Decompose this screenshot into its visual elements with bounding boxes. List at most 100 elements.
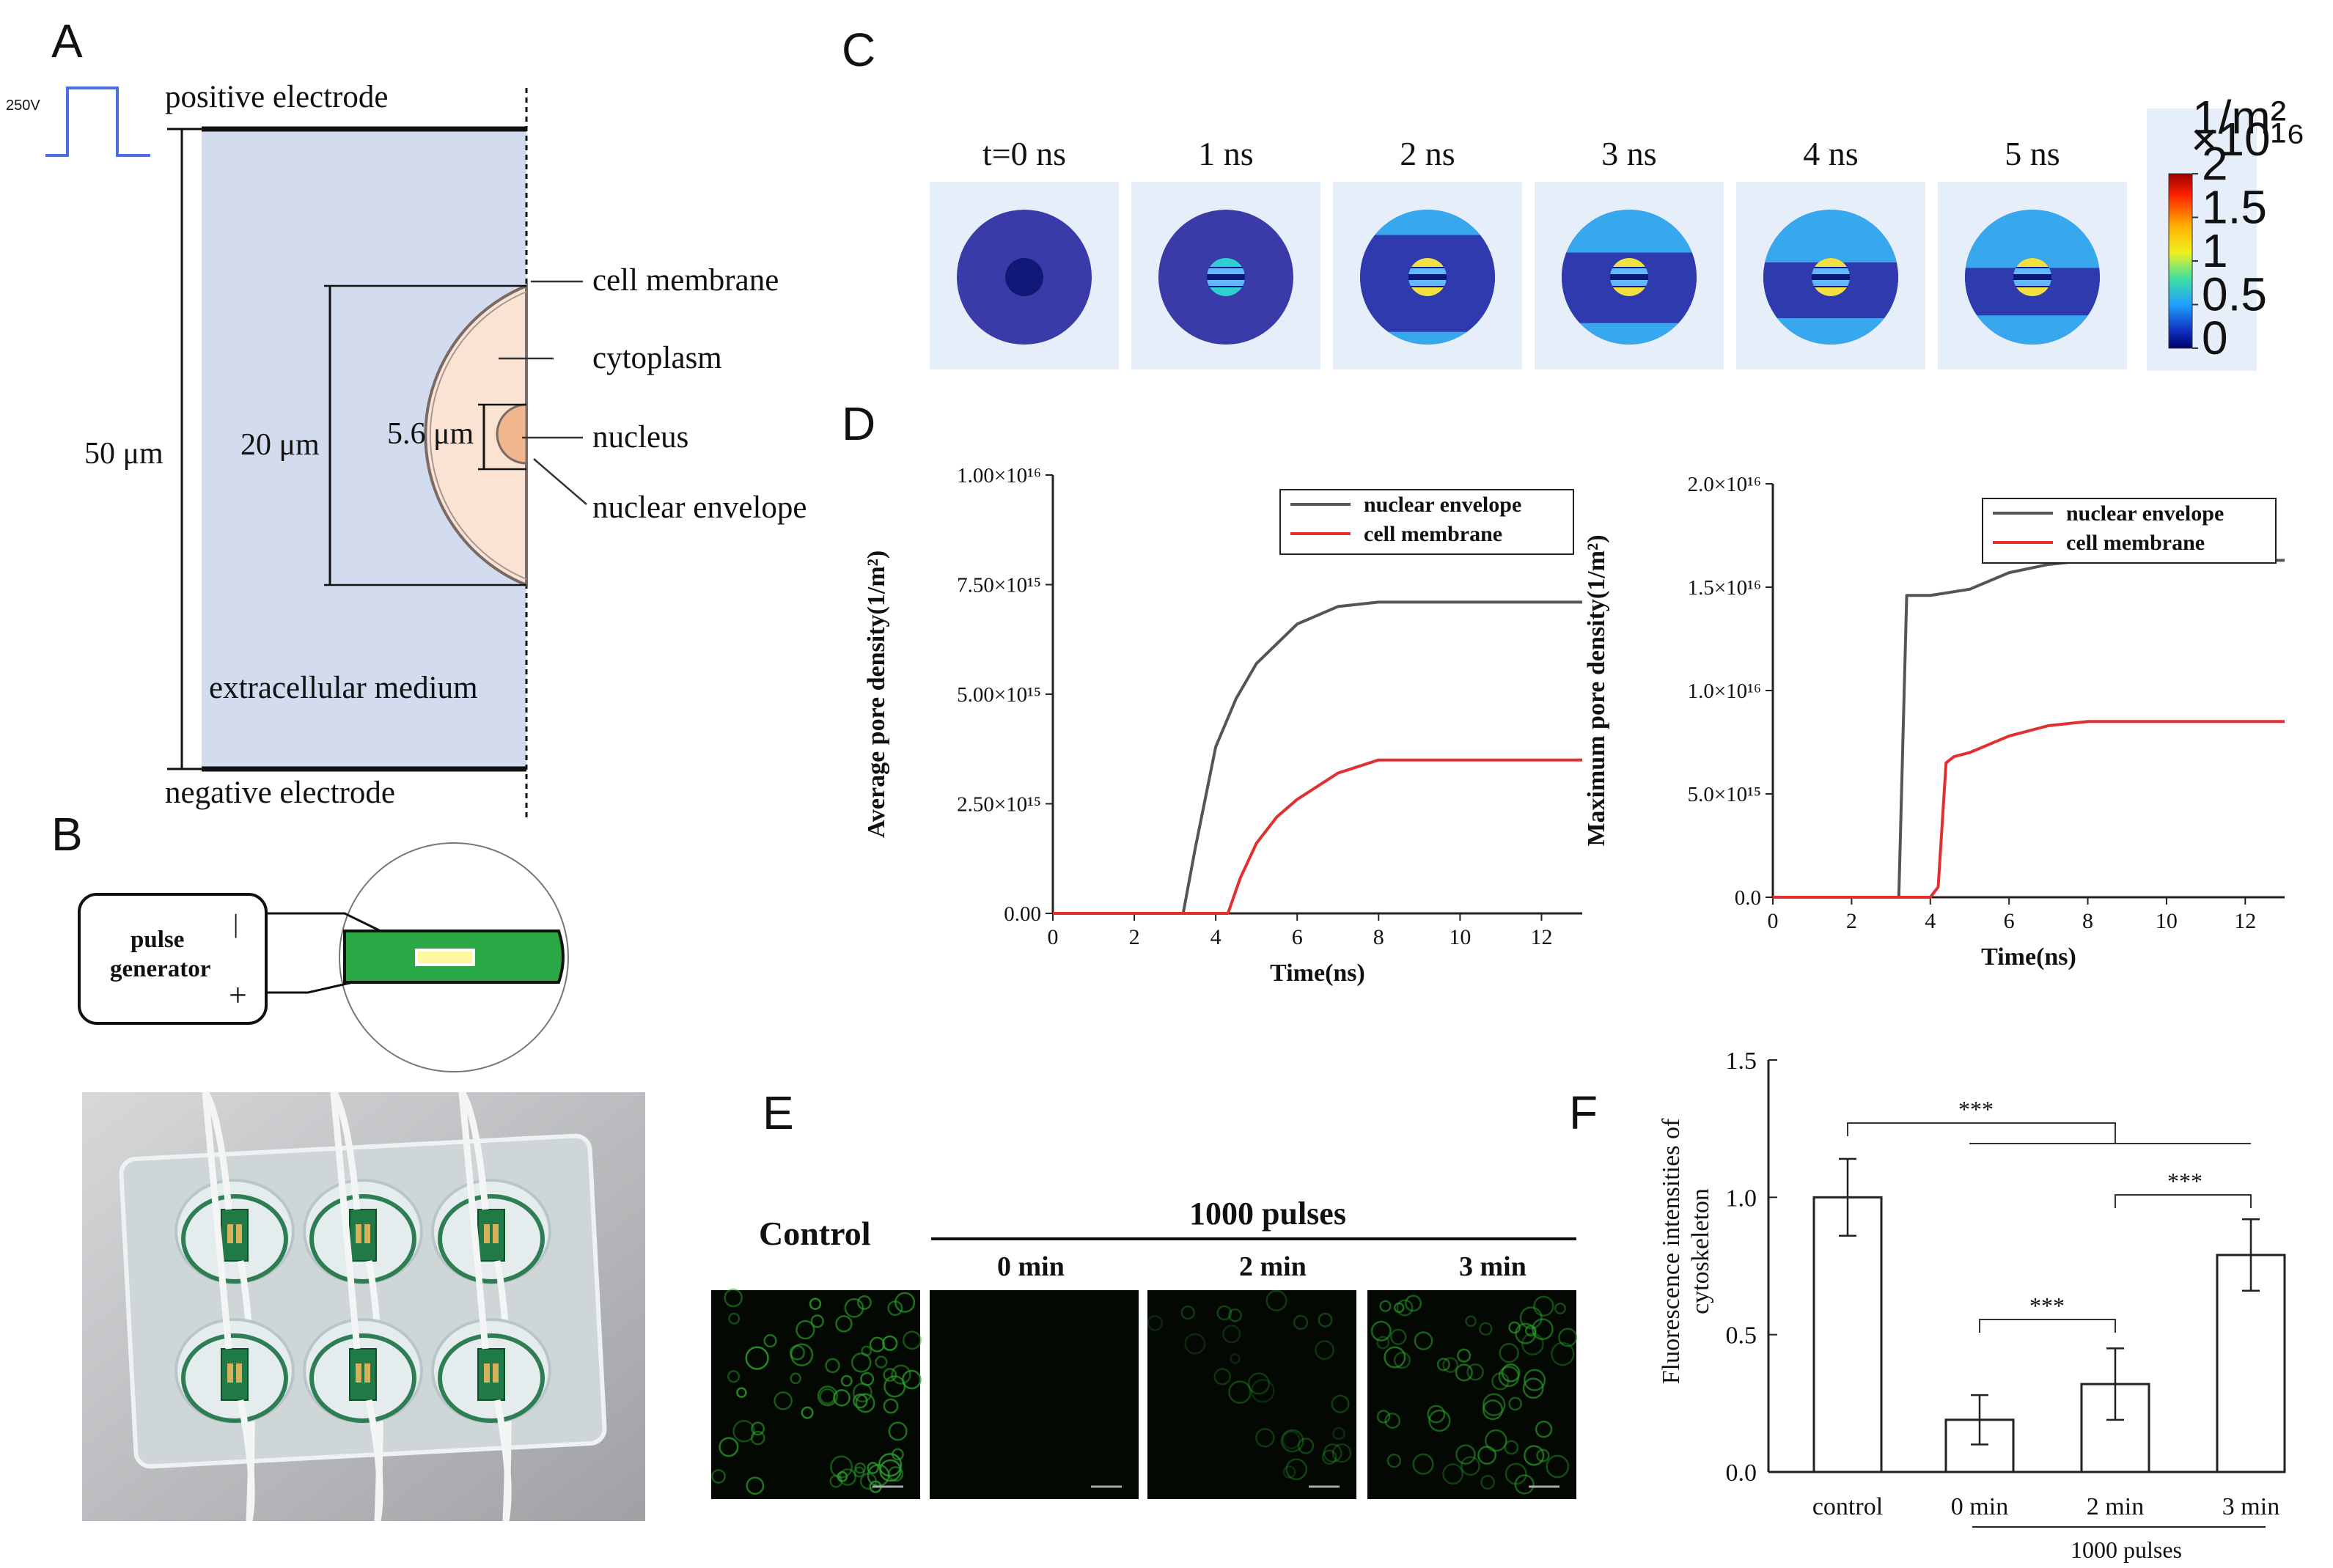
- e-cell-3-52: [1508, 1396, 1523, 1411]
- f-sig-2-label: ***: [2167, 1168, 2202, 1194]
- e-cell-3-46: [1390, 1328, 1407, 1345]
- e-cell-3-38: [1483, 1393, 1506, 1416]
- e-cell-0-28: [882, 1335, 898, 1351]
- e-cell-3-7: [1508, 1321, 1521, 1334]
- d1-legend-label-0: nuclear envelope: [2066, 501, 2224, 526]
- c-time-label-0: t=0 ns: [982, 135, 1066, 172]
- d0-series-1: [1053, 758, 1582, 915]
- d1-xtick-2: 4: [1925, 909, 1936, 933]
- panel-b-setup: pulse generator | +: [78, 842, 645, 1522]
- colorbar-scale: ×10¹⁶: [2191, 113, 2305, 166]
- dim-50um-label: 50 μm: [84, 437, 164, 471]
- generator-label-1: pulse: [131, 927, 184, 953]
- e-cell-3-32: [1376, 1336, 1390, 1350]
- e-cell-0-15: [774, 1391, 793, 1410]
- photo-electrode-1-1: [349, 1348, 377, 1401]
- callout-cytoplasm: cytoplasm: [592, 341, 722, 375]
- colorbar-tick-3: 0.5: [2202, 268, 2267, 321]
- e-cell-3-0: [1376, 1410, 1391, 1424]
- d1-series-1: [1773, 720, 2285, 899]
- colorbar-tick-1: 1.5: [2202, 181, 2267, 234]
- d0-legend: [1279, 489, 1574, 555]
- e-cell-3-22: [1442, 1463, 1464, 1485]
- d0-series-0: [1053, 600, 1582, 915]
- e-cell-0-0: [711, 1469, 726, 1484]
- f-sig-0-label: ***: [1958, 1096, 1994, 1122]
- e-cell-0-32: [763, 1333, 777, 1348]
- f-ytick-1: 0.5: [1726, 1322, 1757, 1350]
- e-cell-0-45: [796, 1319, 815, 1340]
- e-cell-3-1: [1414, 1331, 1433, 1350]
- f-ytick-0: 0.0: [1726, 1460, 1757, 1487]
- e-cell-3-21: [1533, 1295, 1554, 1317]
- electrode-gap: [415, 949, 475, 966]
- pulse-generator-box: [78, 893, 268, 1025]
- e-cell-3-54: [1480, 1475, 1496, 1490]
- d1-ytick-4: 2.0×10¹⁶: [1688, 473, 1761, 496]
- e-cell-3-34: [1536, 1449, 1550, 1462]
- panel-label-c: C: [842, 23, 875, 76]
- e-cell-2-5: [1331, 1443, 1352, 1463]
- e-cell-3-9: [1546, 1454, 1570, 1479]
- d0-ylabel: Average pore density(1/m²): [863, 551, 890, 838]
- e-group-label: 1000 pulses: [1189, 1196, 1346, 1232]
- e-cell-2-21: [1332, 1427, 1345, 1440]
- e-cell-3-20: [1393, 1302, 1405, 1314]
- d1-xtick-1: 2: [1846, 909, 1857, 933]
- e-cell-2-25: [1282, 1430, 1301, 1450]
- e-cell-3-36: [1466, 1363, 1484, 1381]
- e-cell-3-11: [1393, 1352, 1411, 1369]
- e-cell-3-31: [1522, 1377, 1544, 1399]
- e-cell-3-42: [1442, 1357, 1458, 1373]
- e-cell-2-14: [1247, 1372, 1271, 1395]
- e-cell-2-24: [1331, 1394, 1350, 1413]
- e-cell-2-13: [1323, 1443, 1342, 1463]
- f-xtick-1: 0 min: [1951, 1493, 2008, 1520]
- e-cell-0-37: [860, 1372, 875, 1386]
- c-nucleus-4: [1812, 258, 1850, 296]
- d0-legend-label-1: cell membrane: [1364, 522, 1502, 546]
- d0-xtick-4: 8: [1373, 925, 1384, 949]
- positive-electrode-label: positive electrode: [165, 80, 388, 114]
- c-nucleus-3: [1610, 258, 1648, 296]
- d0-xtick-3: 6: [1292, 925, 1303, 949]
- e-cell-0-14: [789, 1344, 806, 1361]
- e-cell-0-22: [903, 1330, 922, 1350]
- panel-label-a: A: [51, 15, 83, 67]
- e-cell-3-13: [1455, 1444, 1476, 1465]
- e-cell-2-22: [1265, 1289, 1287, 1311]
- e-cell-3-30: [1532, 1318, 1554, 1341]
- e-micrograph-1: [930, 1290, 1139, 1499]
- e-cell-3-18: [1465, 1315, 1477, 1328]
- d1-xtick-4: 8: [2082, 909, 2093, 933]
- e-cell-3-2: [1521, 1333, 1544, 1355]
- e-micrograph-3: [1367, 1290, 1576, 1499]
- e-cell-3-47: [1482, 1399, 1504, 1421]
- photo-cable: [458, 1092, 489, 1350]
- e-cell-2-4: [1297, 1438, 1315, 1454]
- e-cell-0-6: [888, 1421, 908, 1441]
- colorbar-gradient: [2168, 173, 2193, 349]
- e-cell-0-51: [894, 1292, 916, 1313]
- e-cell-2-17: [1321, 1449, 1337, 1465]
- e-cell-3-14: [1501, 1363, 1521, 1383]
- e-cell-2-0: [1180, 1305, 1195, 1320]
- d0-xtick-5: 10: [1449, 925, 1471, 949]
- colorbar-tick-4: 0: [2202, 312, 2228, 364]
- c-time-label-4: 4 ns: [1803, 135, 1858, 172]
- d1-series-0: [1773, 559, 2285, 899]
- e-cell-3-8: [1554, 1303, 1566, 1314]
- e-cell-2-20: [1282, 1465, 1296, 1479]
- e-cell-2-16: [1222, 1325, 1241, 1344]
- e-cell-2-6: [1213, 1368, 1231, 1385]
- c-nucleus-1: [1207, 258, 1245, 296]
- f-bar-0: [1812, 1196, 1883, 1473]
- f-ytick-3: 1.5: [1726, 1048, 1757, 1075]
- e-cell-3-48: [1461, 1456, 1480, 1476]
- c-nucleus-2: [1408, 258, 1447, 296]
- e-cell-3-15: [1514, 1474, 1535, 1495]
- f-xtick-2: 2 min: [2087, 1493, 2144, 1520]
- panel-label-f: F: [1569, 1086, 1598, 1139]
- e-cell-3-51: [1384, 1346, 1406, 1369]
- e-cell-3-43: [1396, 1299, 1414, 1317]
